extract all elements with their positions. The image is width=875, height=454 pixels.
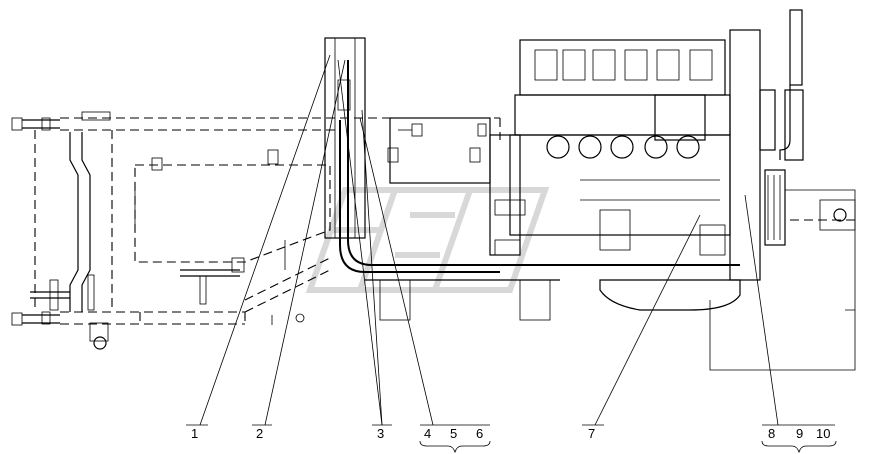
pipe-support-bracket [324,37,740,281]
callout-2: 2 [256,426,263,441]
callout-labels: 1 2 3 4 5 6 7 8 9 10 [191,426,830,441]
engine-block [379,39,741,321]
callout-8: 8 [768,426,775,441]
callout-10: 10 [816,426,830,441]
callout-9: 9 [796,426,803,441]
leader-lines [186,54,835,426]
callout-6: 6 [476,426,483,441]
electrical-box [387,117,491,184]
callout-1: 1 [191,426,198,441]
vehicle-frame [11,111,501,350]
frame-crossmember [134,149,331,325]
callout-5: 5 [450,426,457,441]
radiator-outline [709,189,856,371]
callout-3: 3 [377,426,384,441]
callout-braces [419,440,837,454]
callout-7: 7 [588,426,595,441]
callout-4: 4 [424,426,431,441]
fan-pulley-assembly [729,9,804,281]
